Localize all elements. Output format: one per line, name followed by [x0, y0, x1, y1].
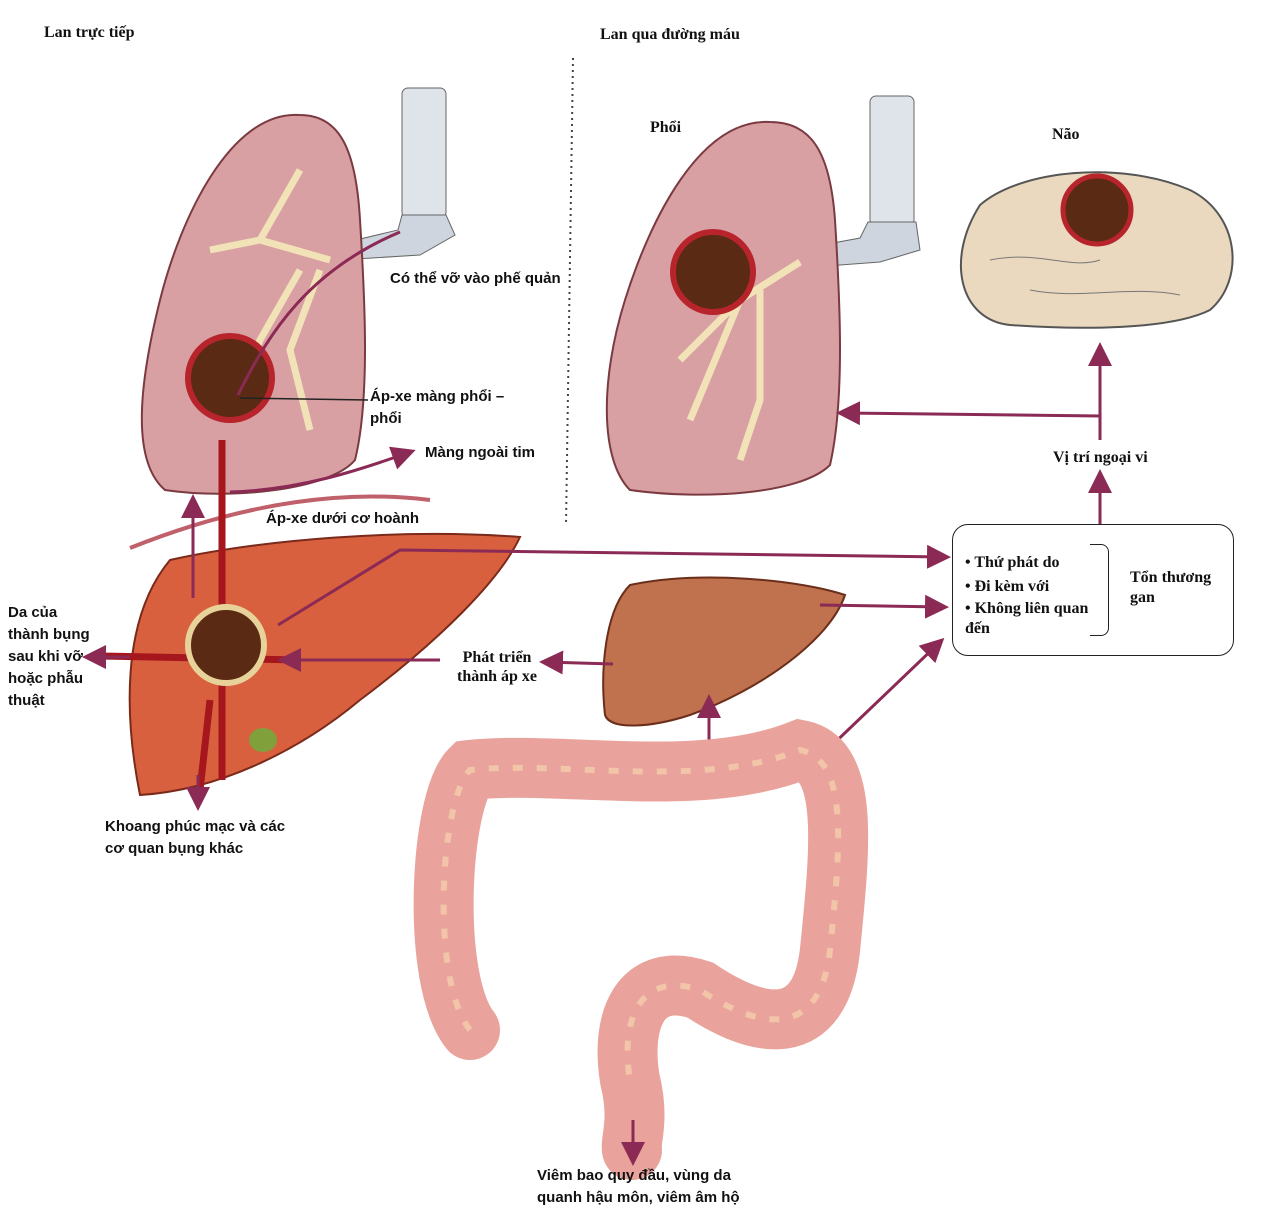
label-lung: Phổi: [650, 119, 682, 136]
box-item: Đi kèm với: [965, 575, 1105, 599]
left-liver-icon: [128, 532, 522, 797]
gallbladder-icon: [249, 728, 277, 752]
box-item: Không liên quan đến: [965, 599, 1105, 639]
header-blood-spread: Lan qua đường máu: [600, 26, 740, 43]
brace-icon: [1090, 544, 1109, 636]
label-peritoneum: Khoang phúc mạc và các cơ quan bụng khác: [105, 818, 286, 857]
label-skin: Da của thành bụng sau khi vỡ hoặc phẫu t…: [8, 604, 90, 709]
liver-lesion-title: Tổn thương gan: [1130, 569, 1212, 606]
label-perianal: Viêm bao quy đầu, vùng da quanh hậu môn,…: [537, 1167, 740, 1206]
label-pleuropulmonary: Áp-xe màng phổi – phổi: [370, 388, 505, 427]
right-liver-icon: [602, 576, 847, 727]
label-peripheral: Vị trí ngoại vi: [1053, 449, 1148, 466]
liver-abscess-icon: [185, 604, 267, 686]
colon-icon: [413, 718, 869, 1180]
left-lung-icon: [140, 113, 366, 495]
header-direct-spread: Lan trực tiếp: [44, 24, 135, 41]
section-divider: [565, 57, 574, 526]
label-brain: Não: [1052, 126, 1080, 143]
box-item: Thứ phát do: [965, 551, 1105, 575]
lung-abscess-icon: [185, 333, 275, 423]
brain-icon: [959, 171, 1234, 329]
label-subphrenic: Áp-xe dưới cơ hoành: [266, 510, 420, 527]
label-develop-abscess: Phát triển thành áp xe: [456, 649, 538, 685]
right-lung-abscess-icon: [670, 229, 756, 315]
label-pericardium: Màng ngoài tim: [425, 444, 535, 461]
label-bronchus-rupture: Có thể vỡ vào phế quản: [390, 270, 561, 287]
brain-abscess-icon: [1060, 173, 1134, 247]
